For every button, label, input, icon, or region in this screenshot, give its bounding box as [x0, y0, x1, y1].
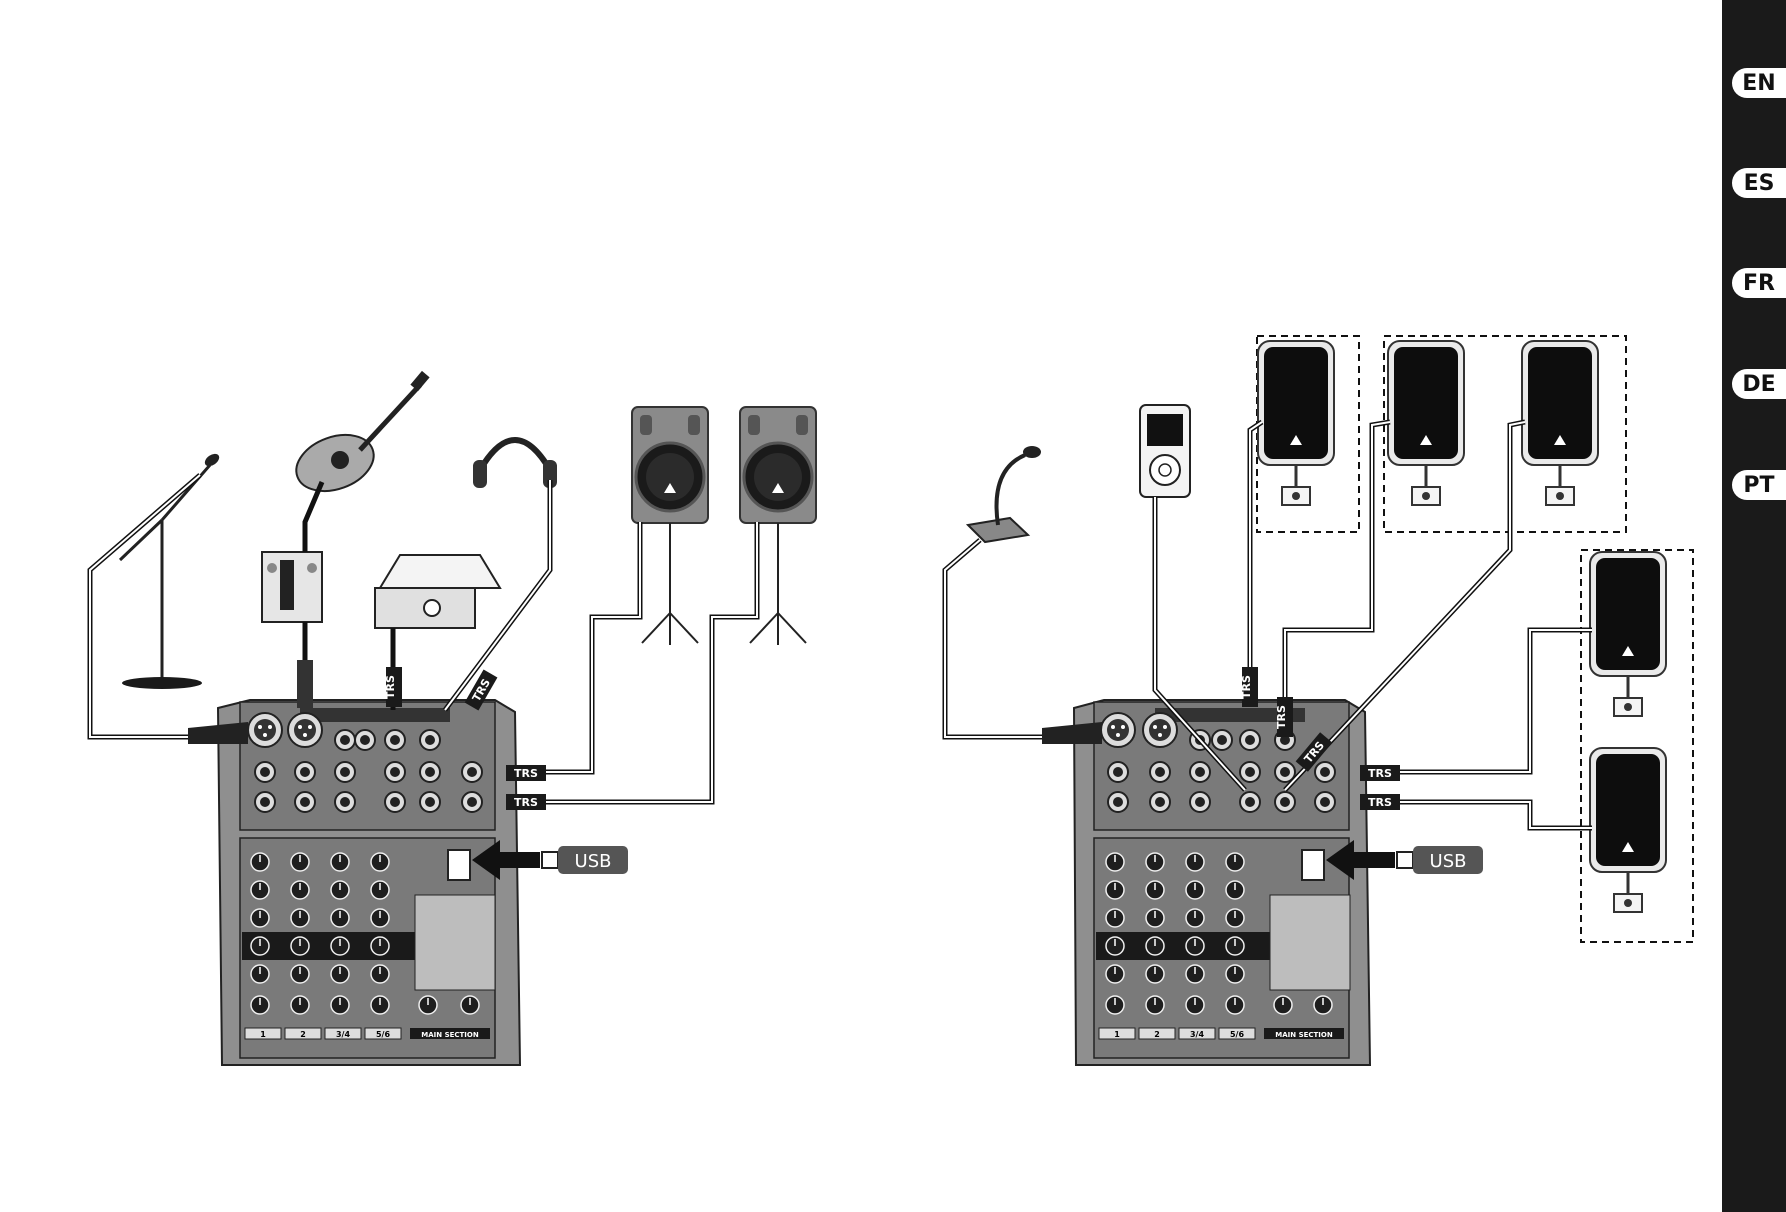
- channel-label-3-4: 3/4: [336, 1030, 350, 1039]
- usb-connection-left: USB: [472, 840, 628, 880]
- channel-label-2: 2: [1154, 1030, 1160, 1039]
- wedge-monitor-icon: [1387, 340, 1465, 507]
- headphones-icon: [473, 437, 557, 488]
- lang-tab-pt[interactable]: PT: [1732, 470, 1786, 500]
- lang-tab-fr[interactable]: FR: [1732, 268, 1786, 298]
- channel-label-1: 1: [1114, 1030, 1120, 1039]
- wedge-monitor-icon: [1257, 340, 1335, 507]
- wedge-monitor-icon: [1521, 340, 1599, 507]
- svg-text:TRS: TRS: [384, 675, 397, 699]
- acoustic-guitar-icon: [295, 370, 430, 493]
- usb-label: USB: [575, 851, 612, 872]
- main-section-label: MAIN SECTION: [1275, 1031, 1333, 1039]
- lang-tab-de[interactable]: DE: [1732, 369, 1786, 399]
- channel-label-strip-left: 1 2 3/4 5/6 MAIN SECTION: [244, 1027, 490, 1040]
- usb-stick-icon: [1396, 851, 1414, 869]
- channel-label-5-6: 5/6: [376, 1030, 390, 1039]
- xlr-plug-icon: [188, 722, 248, 744]
- lang-tab-en[interactable]: EN: [1732, 68, 1786, 98]
- trs-tag: TRS: [1360, 794, 1400, 810]
- usb-label: USB: [1430, 851, 1467, 872]
- main-section-label: MAIN SECTION: [421, 1031, 479, 1039]
- trs-tag: TRS: [1275, 697, 1293, 737]
- svg-text:TRS: TRS: [1275, 705, 1288, 729]
- svg-text:TRS: TRS: [1368, 796, 1392, 809]
- gooseneck-mic-icon: [965, 446, 1041, 544]
- usb-connection-right: USB: [1326, 840, 1483, 880]
- mixer-right: 1 2 3/4 5/6 MAIN SECTION: [1072, 699, 1372, 1066]
- ipod-icon: [1139, 404, 1191, 498]
- channel-label-3-4: 3/4: [1190, 1030, 1204, 1039]
- pa-speaker-icon: [738, 405, 818, 646]
- channel-label-5-6: 5/6: [1230, 1030, 1244, 1039]
- language-sidebar: EN ES FR DE PT: [1722, 0, 1786, 1212]
- svg-text:TRS: TRS: [514, 796, 538, 809]
- trs-tag: TRS: [506, 794, 546, 810]
- di-box-icon: [261, 551, 323, 623]
- svg-text:TRS: TRS: [1240, 675, 1253, 699]
- channel-label-1: 1: [260, 1030, 266, 1039]
- pa-speaker-icon: [630, 405, 710, 646]
- trs-tag: TRS: [384, 667, 402, 707]
- channel-knobs-right: [1096, 849, 1351, 1015]
- trs-tag: TRS: [1240, 667, 1258, 707]
- mixer-left: 1 2 3/4 5/6 MAIN SECTION: [216, 699, 522, 1066]
- lang-tab-es[interactable]: ES: [1732, 168, 1786, 198]
- trs-tag: TRS: [1360, 765, 1400, 781]
- trs-tag: TRS: [506, 765, 546, 781]
- cd-player-icon: [374, 554, 502, 629]
- xlr-plug-icon: [1042, 722, 1102, 744]
- usb-stick-icon: [541, 851, 559, 869]
- channel-knobs-left: [242, 849, 496, 1015]
- microphone-stand-icon: [118, 453, 220, 689]
- xlr-plug-icon: [297, 660, 313, 708]
- svg-text:TRS: TRS: [1368, 767, 1392, 780]
- channel-label-2: 2: [300, 1030, 306, 1039]
- svg-text:TRS: TRS: [514, 767, 538, 780]
- channel-label-strip-right: 1 2 3/4 5/6 MAIN SECTION: [1098, 1027, 1344, 1040]
- wedge-monitor-icon: [1589, 551, 1667, 718]
- wedge-monitor-icon: [1589, 747, 1667, 914]
